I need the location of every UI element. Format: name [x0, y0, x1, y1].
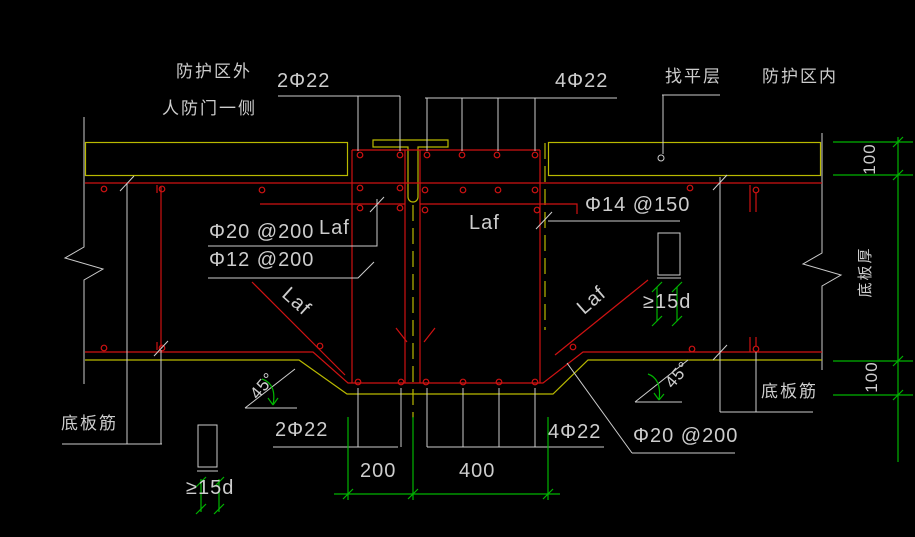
leader-top-rebar-spacing: [208, 196, 385, 247]
bar-section-symbol-left: [197, 424, 218, 472]
angle-mark-left: [244, 368, 297, 409]
rebar-section-dots: [100, 151, 760, 386]
waterstop-plate: [372, 139, 449, 203]
zone-inside-label: 防护区内: [762, 67, 838, 86]
leader-top-bars-right: [425, 97, 617, 151]
lap-length-right-label: Laf: [469, 212, 500, 234]
slab-thickness-label: 底板厚: [857, 246, 875, 298]
lap-length-left-label: Laf: [319, 217, 350, 239]
door-side-label: 人防门一侧: [162, 99, 257, 118]
leveling-layer-label: 找平层: [665, 67, 722, 86]
break-line-right: [801, 133, 843, 370]
bar-section-symbol-right: [657, 232, 681, 279]
dim-100-top-label: 100: [860, 143, 880, 175]
anchor-length-left-label: ≥15d: [186, 477, 235, 499]
dim-100-bottom-label: 100: [862, 361, 882, 393]
leader-distribution-spacing: [208, 261, 375, 279]
topping-layer-right: [547, 141, 822, 177]
break-line-left: [63, 117, 105, 384]
slab-rebar-left-label: 底板筋: [61, 414, 118, 433]
top-rebar-spacing-label: Φ20 @200: [209, 221, 315, 243]
leader-bottom-bars-right: [426, 388, 604, 448]
dim-200-label: 200: [360, 460, 397, 482]
zone-outside-label: 防护区外: [176, 62, 252, 81]
angle-mark-right: [634, 359, 689, 403]
dimension-bottom-widths: [334, 417, 560, 500]
leader-leveling-layer: [657, 94, 720, 162]
slab-rebar-right-label: 底板筋: [761, 382, 818, 401]
dimension-right-chain: [833, 136, 913, 462]
topping-layer-left: [84, 141, 349, 177]
leader-bottom-bars-left: [273, 388, 402, 448]
leader-slab-rebar-right: [712, 174, 813, 413]
top-bars-left-label: 2Φ22: [277, 70, 331, 92]
bottom-bars-left-label: 2Φ22: [275, 419, 329, 441]
mid-rebar-spacing-label: Φ14 @150: [585, 194, 691, 216]
rebar-lines: [85, 149, 822, 384]
distribution-spacing-label: Φ12 @200: [209, 249, 315, 271]
dim-400-label: 400: [459, 460, 496, 482]
bottom-bars-right-label: 4Φ22: [548, 421, 602, 443]
leader-top-bars-left: [278, 95, 401, 151]
slab-outline-yellow: [85, 359, 822, 395]
leader-slab-rebar-left: [62, 175, 169, 445]
leader-bottom-rebar-spacing: [566, 362, 735, 454]
anchor-length-right-label: ≥15d: [643, 291, 692, 313]
dimension-anchor-right: [651, 281, 683, 327]
top-bars-right-label: 4Φ22: [555, 70, 609, 92]
dimension-anchor-left: [195, 476, 225, 515]
leader-mid-rebar-spacing: [535, 211, 680, 230]
bottom-rebar-spacing-label: Φ20 @200: [633, 425, 739, 447]
